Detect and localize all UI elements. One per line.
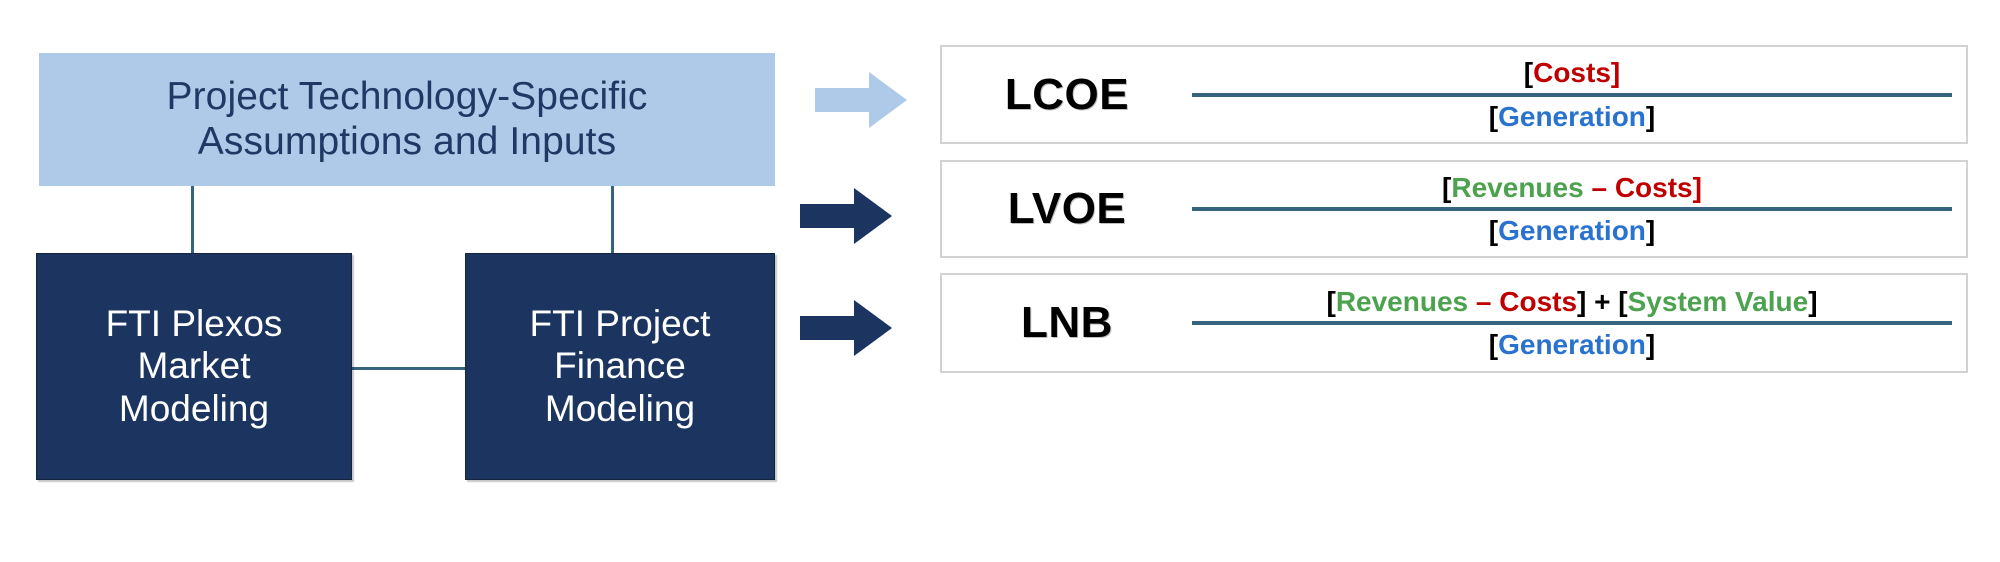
formula-token: ] [1577, 285, 1587, 317]
formula-token: ] [1610, 57, 1621, 89]
fraction-lvoe: [Revenues – Costs] [Generation] [1192, 173, 1966, 245]
fraction-lnb: [Revenues – Costs] + [System Value] [Gen… [1192, 287, 1966, 359]
numerator-lvoe: [Revenues – Costs] [1442, 173, 1702, 204]
fraction-bar-lnb [1192, 321, 1952, 325]
formula-token: System Value [1627, 285, 1809, 317]
connector-line-vertical-left [191, 186, 194, 255]
metric-card-lvoe: LVOE [Revenues – Costs] [Generation] [940, 160, 1968, 258]
formula-token: + [1586, 285, 1619, 317]
numerator-lnb: [Revenues – Costs] + [System Value] [1326, 287, 1817, 318]
fraction-bar-lcoe [1192, 92, 1952, 97]
connector-line-horizontal-middle [352, 367, 465, 370]
formula-token: ] [1808, 285, 1818, 317]
formula-token: [ [1326, 285, 1336, 317]
formula-token: Revenues [1451, 171, 1584, 203]
fraction-lcoe: [Costs] [Generation] [1192, 58, 1966, 131]
formula-token: Generation [1498, 329, 1646, 360]
metric-abbr-lnb: LNB [1021, 298, 1113, 347]
assumptions-and-inputs-box: Project Technology-Specific Assumptions … [39, 53, 775, 186]
assumptions-line-1: Project Technology-Specific [166, 75, 648, 119]
formula-token: ] [1645, 329, 1656, 360]
right-arrow-icon-to-lnb [800, 300, 892, 356]
numerator-lcoe: [Costs] [1524, 58, 1620, 89]
formula-token: [ [1488, 329, 1499, 360]
formula-token: – [1583, 171, 1615, 203]
plexos-line-2: Market [137, 345, 251, 387]
formula-token: Costs [1499, 285, 1578, 317]
plexos-text: FTI Plexos Market Modeling [106, 303, 283, 430]
fti-plexos-market-modeling-box: FTI Plexos Market Modeling [36, 253, 352, 480]
formula-token: ] [1645, 215, 1656, 246]
finance-line-3: Modeling [544, 387, 696, 429]
fti-project-finance-modeling-box: FTI Project Finance Modeling [465, 253, 775, 480]
metric-abbr-lvoe: LVOE [1007, 184, 1127, 233]
finance-line-2: Finance [554, 345, 686, 387]
assumptions-text: Project Technology-Specific Assumptions … [166, 75, 647, 164]
formula-token: Costs [1533, 57, 1611, 89]
formula-token: [ [1442, 171, 1452, 203]
plexos-line-3: Modeling [118, 387, 270, 429]
formula-token: Generation [1498, 215, 1646, 246]
formula-token: Revenues [1335, 285, 1469, 317]
plexos-line-1: FTI Plexos [105, 303, 283, 345]
assumptions-line-2: Assumptions and Inputs [197, 119, 617, 163]
connector-line-vertical-right [611, 186, 614, 255]
formula-token: [ [1488, 215, 1499, 246]
formula-token: [ [1488, 100, 1499, 132]
metric-card-lcoe: LCOE [Costs] [Generation] [940, 45, 1968, 144]
formula-token: [ [1618, 285, 1628, 317]
metric-card-lnb: LNB [Revenues – Costs] + [System Value] … [940, 273, 1968, 373]
denominator-lcoe: [Generation] [1489, 100, 1655, 131]
formula-token: ] [1692, 171, 1702, 203]
formula-token: ] [1645, 100, 1656, 132]
right-arrow-icon-to-lvoe [800, 188, 892, 244]
denominator-lvoe: [Generation] [1489, 214, 1655, 245]
finance-line-1: FTI Project [529, 303, 711, 345]
fraction-bar-lvoe [1192, 207, 1952, 211]
finance-text: FTI Project Finance Modeling [530, 303, 711, 430]
metric-abbr-lcoe: LCOE [1004, 69, 1130, 119]
formula-token: – [1468, 285, 1500, 317]
formula-token: Costs [1614, 171, 1693, 203]
formula-token: Generation [1498, 100, 1646, 132]
denominator-lnb: [Generation] [1489, 328, 1655, 359]
right-arrow-icon-to-lcoe [815, 72, 907, 128]
formula-token: [ [1523, 57, 1534, 89]
